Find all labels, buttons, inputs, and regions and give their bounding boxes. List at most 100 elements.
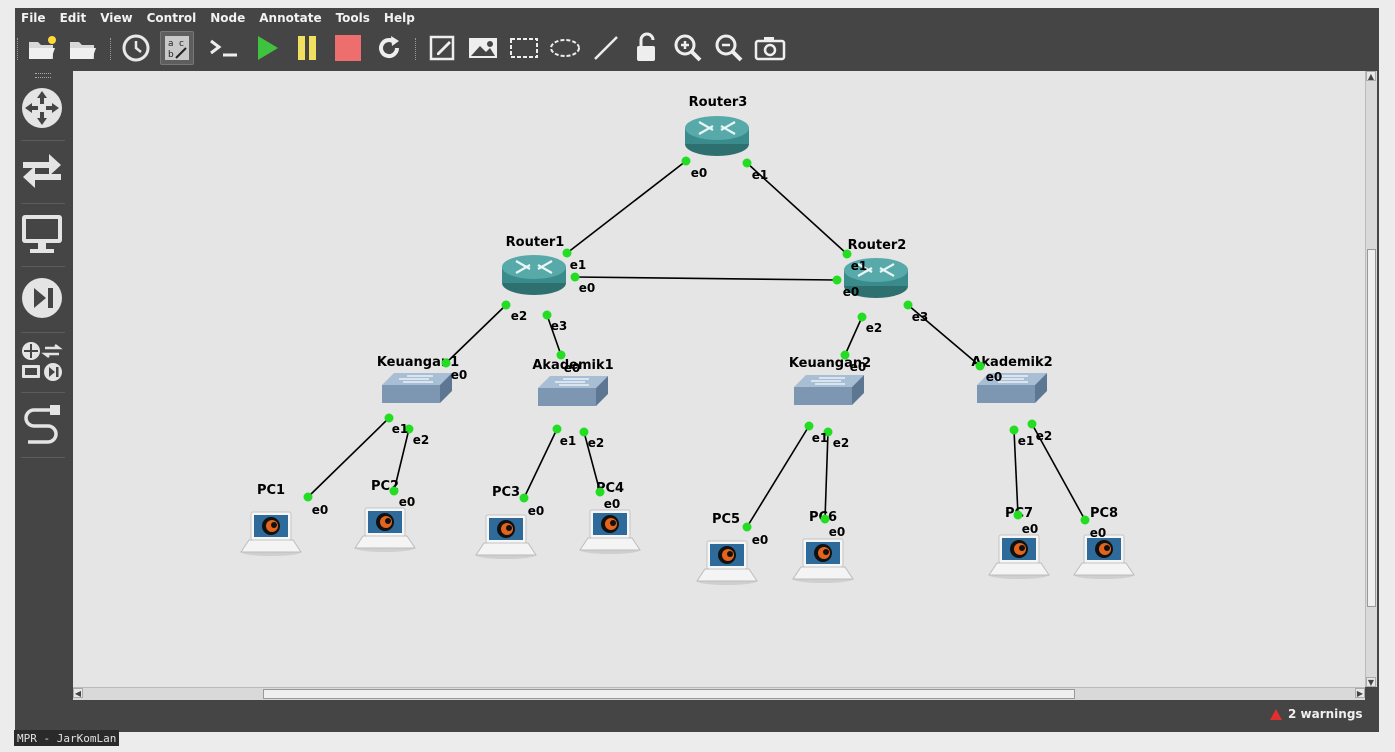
akademik1-label: Akademik1: [532, 358, 613, 373]
port-label-keuangan2-e0: e0: [850, 360, 867, 374]
scroll-up-arrow[interactable]: ▲: [1366, 71, 1376, 81]
start-all-icon[interactable]: [249, 31, 283, 65]
node-pc2[interactable]: [354, 507, 416, 552]
link-router3-router1[interactable]: [566, 160, 687, 254]
port-label-router1-e2: e2: [511, 309, 528, 323]
routers-icon[interactable]: [19, 85, 65, 131]
menu-annotate[interactable]: Annotate: [259, 11, 322, 25]
insert-picture-icon[interactable]: [466, 31, 500, 65]
all-devices-icon[interactable]: [19, 339, 65, 385]
menu-node[interactable]: Node: [210, 11, 246, 25]
link-akademik1-pc3[interactable]: [523, 428, 558, 499]
link-keuangan1-pc2[interactable]: [393, 428, 410, 492]
link-router1-akademik1[interactable]: [546, 314, 562, 356]
akademik2-label: Akademik2: [971, 355, 1052, 370]
link-router2-keuangan2[interactable]: [844, 316, 863, 356]
node-akademik1[interactable]: [538, 376, 608, 406]
zoom-in-icon[interactable]: [671, 31, 705, 65]
dock-separator: [21, 266, 65, 267]
router3-label: Router3: [689, 95, 748, 110]
draw-line-icon[interactable]: [589, 31, 623, 65]
link-status-dot: [823, 427, 833, 437]
switches-icon[interactable]: [19, 148, 65, 194]
scroll-down-arrow[interactable]: ▼: [1366, 677, 1376, 687]
horizontal-scrollbar[interactable]: ◀ ▶: [73, 687, 1365, 700]
vertical-scroll-thumb[interactable]: [1367, 249, 1376, 607]
zoom-out-icon[interactable]: [712, 31, 746, 65]
link-router1-keuangan1[interactable]: [445, 304, 507, 364]
node-pc1[interactable]: [240, 511, 302, 556]
menu-control[interactable]: Control: [146, 11, 197, 25]
node-router2[interactable]: [844, 258, 908, 298]
open-project-icon[interactable]: [25, 31, 59, 65]
screenshot-icon[interactable]: [753, 31, 787, 65]
node-pc7[interactable]: [988, 534, 1050, 579]
node-router1[interactable]: [502, 255, 566, 295]
link-status-dot: [579, 427, 589, 437]
node-pc6[interactable]: [792, 538, 854, 583]
status-warnings[interactable]: 2 warnings: [1270, 706, 1363, 722]
menu-tools[interactable]: Tools: [335, 11, 370, 25]
link-status-dot: [570, 272, 580, 282]
port-label-pc8-e0: e0: [1090, 526, 1107, 540]
link-status-dot: [552, 424, 562, 434]
suspend-all-icon[interactable]: [290, 31, 324, 65]
link-akademik1-pc4[interactable]: [583, 431, 601, 493]
vertical-scrollbar[interactable]: ▲ ▼: [1365, 71, 1377, 687]
menu-edit[interactable]: Edit: [59, 11, 87, 25]
scroll-right-arrow[interactable]: ▶: [1355, 688, 1365, 698]
console-icon[interactable]: [207, 31, 241, 65]
node-pc5[interactable]: [696, 540, 758, 585]
node-pc8[interactable]: [1073, 534, 1135, 579]
link-keuangan1-pc1[interactable]: [307, 417, 390, 498]
link-router3-router2[interactable]: [746, 162, 848, 255]
link-keuangan2-pc5[interactable]: [746, 425, 810, 528]
link-status-dot: [820, 514, 830, 524]
link-akademik2-pc7[interactable]: [1013, 429, 1019, 516]
port-label-keuangan1-e2: e2: [413, 433, 430, 447]
node-akademik2[interactable]: [977, 373, 1047, 403]
link-akademik2-pc8[interactable]: [1031, 423, 1086, 521]
link-keuangan2-pc6[interactable]: [824, 431, 829, 520]
scroll-left-arrow[interactable]: ◀: [73, 688, 83, 698]
svg-text:c: c: [179, 39, 184, 49]
port-label-keuangan2-e2: e2: [833, 436, 850, 450]
add-link-icon[interactable]: [19, 402, 65, 448]
horizontal-scroll-thumb[interactable]: [263, 689, 1075, 699]
port-label-router2-e2: e2: [866, 321, 883, 335]
node-pc3[interactable]: [475, 514, 537, 559]
security-devices-icon[interactable]: [19, 275, 65, 321]
reload-all-icon[interactable]: [372, 31, 406, 65]
svg-text:b: b: [168, 50, 174, 60]
add-note-icon[interactable]: [425, 31, 459, 65]
end-devices-icon[interactable]: [19, 211, 65, 257]
link-router1-router2[interactable]: [574, 276, 838, 281]
node-keuangan2[interactable]: [794, 375, 864, 405]
port-label-akademik1-e1: e1: [560, 434, 577, 448]
toolbar-grip: [17, 38, 22, 60]
port-label-akademik2-e0: e0: [986, 370, 1003, 384]
link-status-dot: [501, 300, 511, 310]
link-status-dot: [742, 158, 752, 168]
taskbar-window-title[interactable]: MPR - JarKomLan: [14, 730, 120, 746]
draw-ellipse-icon[interactable]: [548, 31, 582, 65]
lock-icon[interactable]: [630, 31, 664, 65]
node-router3[interactable]: [685, 116, 749, 156]
node-keuangan1[interactable]: [382, 373, 452, 403]
menu-file[interactable]: File: [21, 11, 46, 25]
link-router2-akademik2[interactable]: [907, 304, 981, 367]
draw-rectangle-icon[interactable]: [507, 31, 541, 65]
menu-help[interactable]: Help: [383, 11, 415, 25]
link-status-dot: [542, 310, 552, 320]
dock-separator: [21, 457, 65, 458]
dock-separator: [21, 392, 65, 393]
menu-view[interactable]: View: [100, 11, 133, 25]
snapshot-history-icon[interactable]: [119, 31, 153, 65]
node-pc4[interactable]: [579, 509, 641, 554]
toolbar-separator: [415, 38, 420, 60]
open-folder-icon[interactable]: [66, 31, 100, 65]
router1-label: Router1: [506, 235, 565, 250]
stop-all-icon[interactable]: [331, 31, 365, 65]
